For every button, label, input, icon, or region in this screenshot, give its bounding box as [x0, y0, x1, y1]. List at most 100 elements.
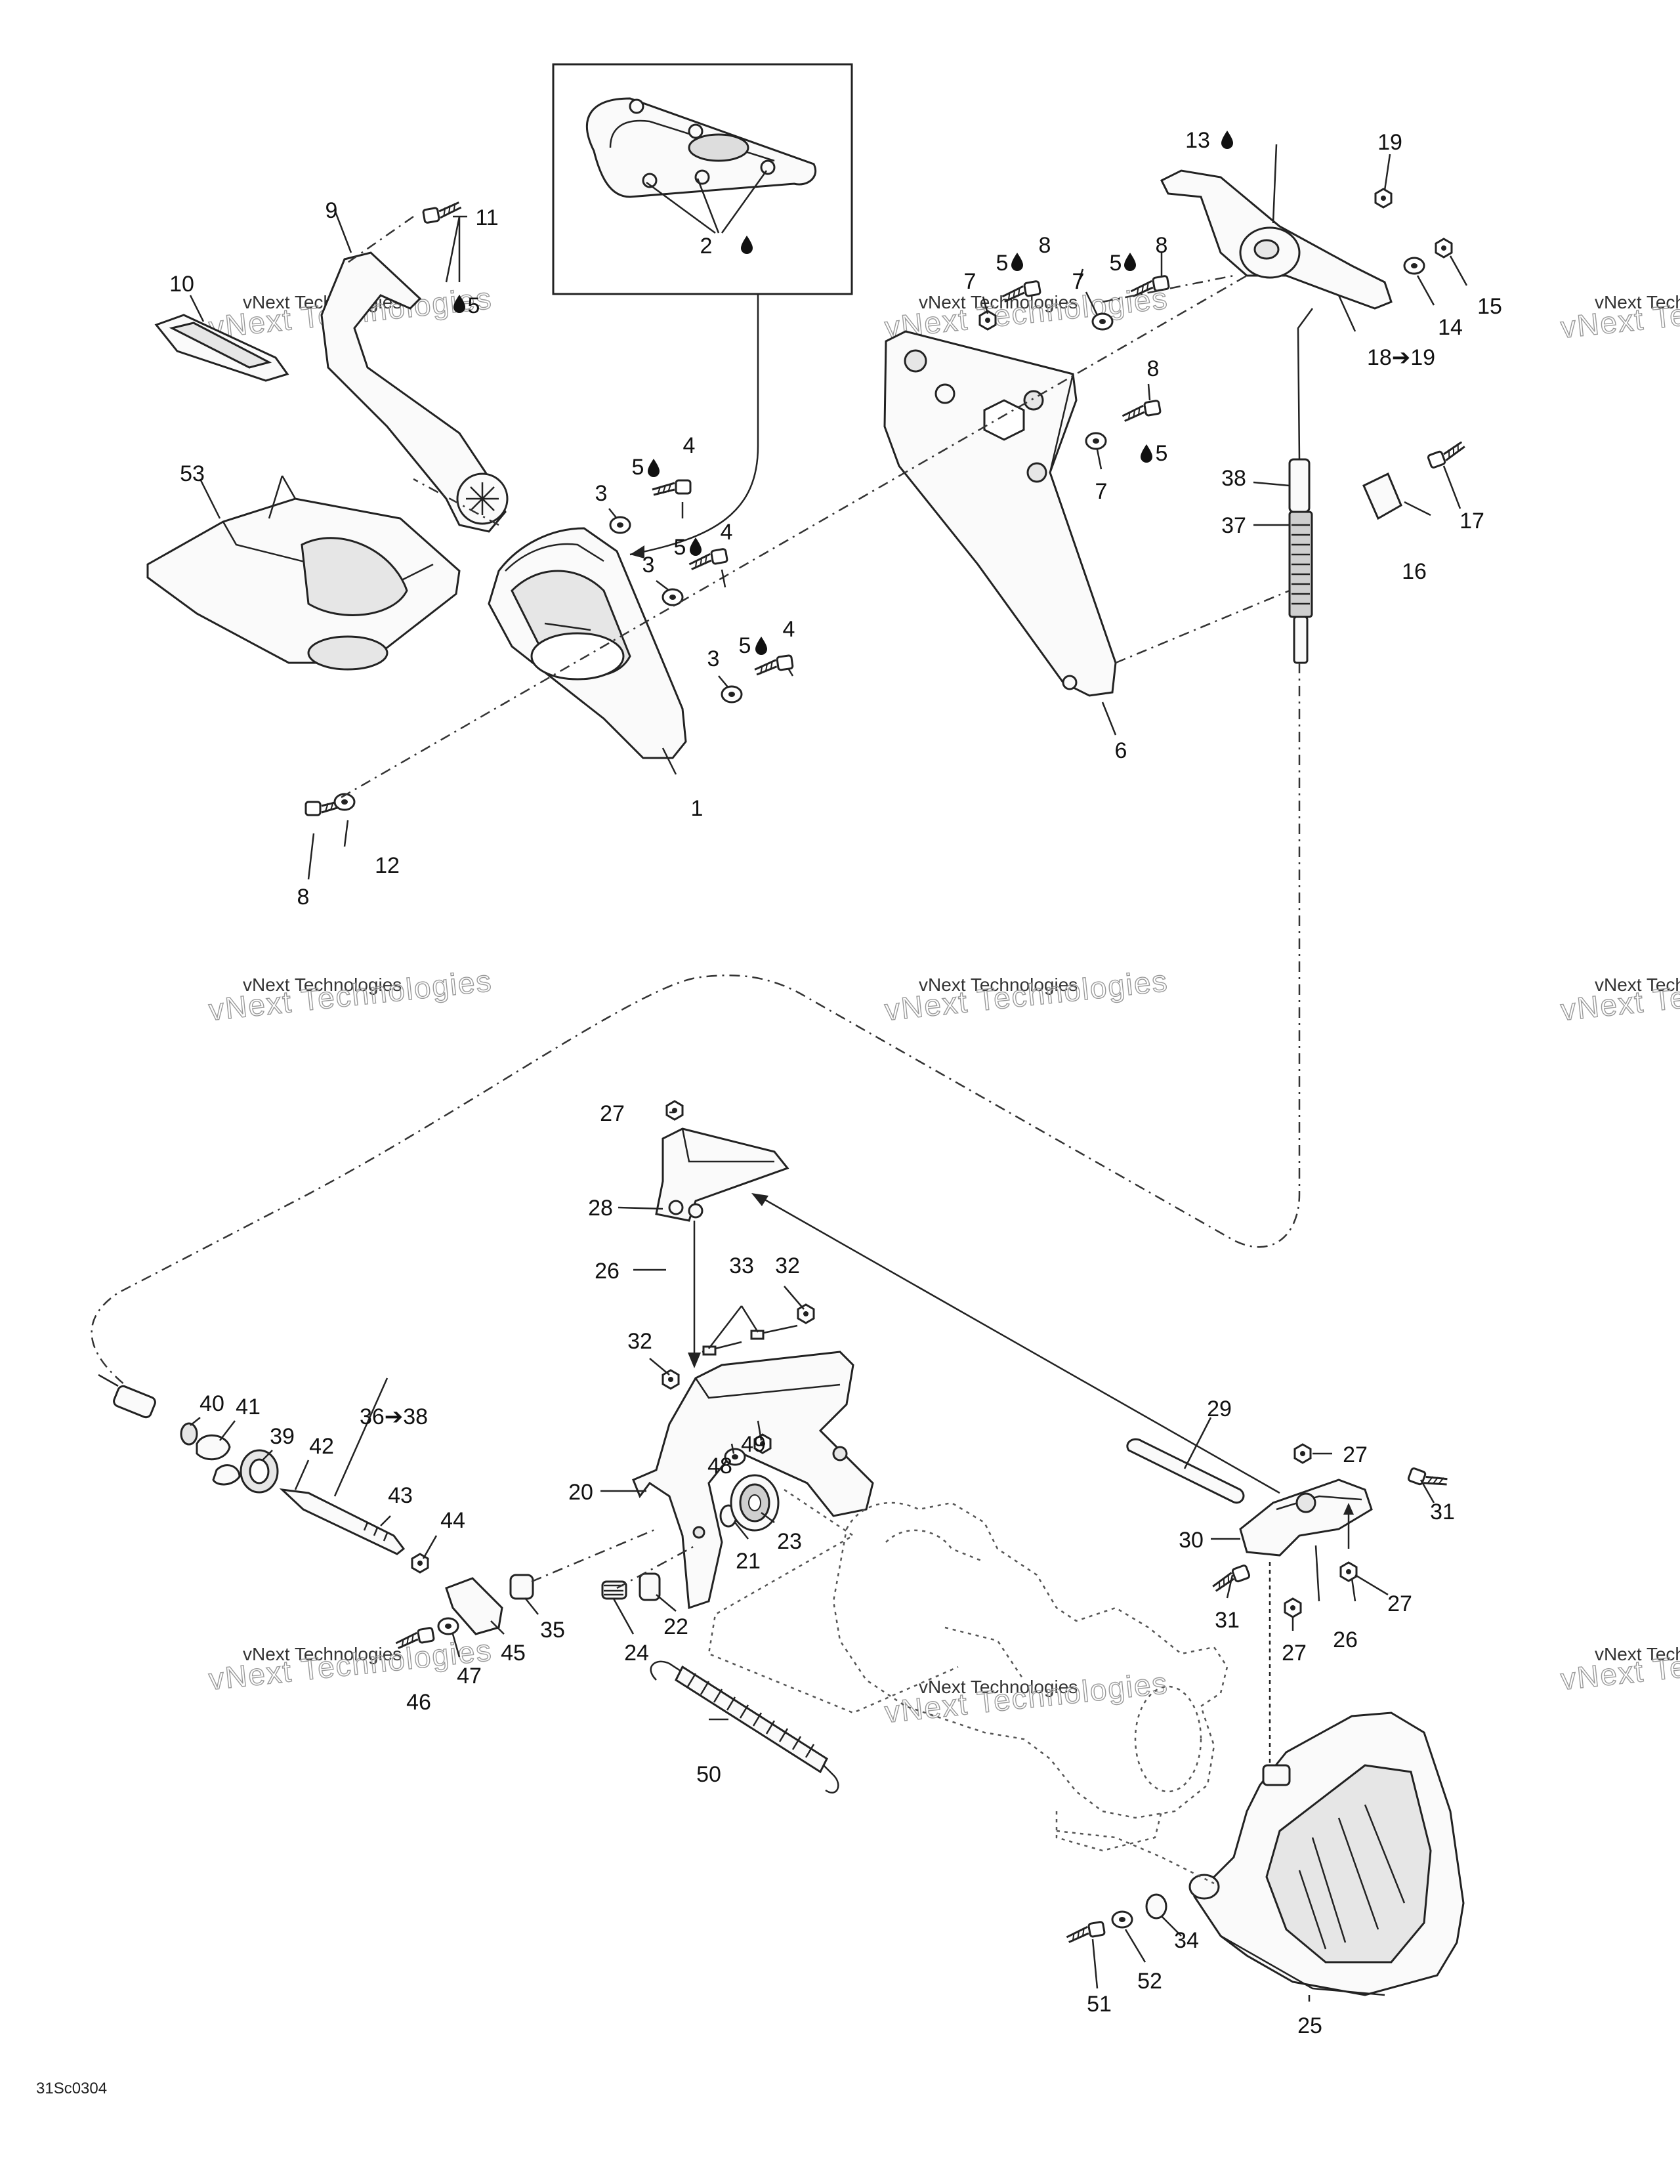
part-50	[650, 1660, 839, 1794]
part-29	[1126, 1438, 1245, 1504]
part-23	[730, 1474, 780, 1532]
label-5: 5	[1156, 441, 1168, 466]
part-16	[1362, 472, 1402, 520]
label-47: 47	[457, 1664, 482, 1689]
part-6	[883, 330, 1117, 697]
dash-35-20	[531, 1528, 657, 1583]
watermark: vNext Technologies vNext Technologies	[1559, 1632, 1680, 1696]
label-26: 26	[1333, 1628, 1358, 1652]
watermark-line2: vNext Technologies	[883, 963, 1170, 1027]
part-28	[655, 1100, 789, 1222]
label-13: 13	[1185, 128, 1210, 153]
callout-labels: 1 2 3 3 3 4 4 4 5 5 5 5 5 5 5 6 7 7 7 8 …	[169, 128, 1502, 2038]
watermark-line1: vNext Technologies	[919, 975, 1078, 995]
watermark: vNext Technologies vNext Technologies	[1559, 963, 1680, 1027]
label-28: 28	[588, 1196, 613, 1221]
label-38: 38	[1221, 466, 1246, 491]
watermark-line1: vNext Technologies	[919, 1677, 1078, 1697]
label-4: 4	[721, 520, 733, 545]
part-45	[445, 1577, 503, 1635]
label-6: 6	[1115, 738, 1127, 763]
label-46: 46	[406, 1690, 431, 1715]
watermark-line1: vNext Technologies	[919, 292, 1078, 312]
label-31: 31	[1215, 1608, 1240, 1633]
label-4: 4	[683, 433, 696, 458]
label-48: 48	[707, 1454, 732, 1479]
part-24	[601, 1580, 627, 1600]
label-3: 3	[595, 481, 608, 506]
watermark-line1: vNext Technologies	[243, 975, 402, 995]
label-8: 8	[1147, 356, 1160, 381]
part-25	[1188, 1712, 1465, 1996]
label-8: 8	[1039, 233, 1051, 258]
part-30	[1239, 1443, 1373, 1618]
label-5: 5	[632, 455, 644, 480]
label-9: 9	[326, 198, 338, 223]
part-1	[488, 527, 687, 759]
cable-36-38	[1288, 308, 1314, 664]
watermark-line1: vNext Technologies	[1595, 292, 1680, 312]
watermark-line1: vNext Technologies	[1595, 1644, 1680, 1664]
label-27: 27	[1387, 1591, 1412, 1616]
dash-24-20	[616, 1544, 696, 1589]
label-50: 50	[696, 1762, 721, 1787]
watermark: vNext Technologies vNext Technologies	[207, 963, 495, 1027]
watermark-line2: vNext Technologies	[1559, 963, 1680, 1027]
part-22	[639, 1572, 661, 1601]
leader-lines	[189, 144, 1468, 2002]
watermark-line1: vNext Technologies	[243, 1644, 402, 1664]
part-35	[509, 1574, 534, 1600]
label-25: 25	[1297, 2013, 1322, 2038]
part-13	[1160, 169, 1393, 310]
label-8: 8	[297, 885, 310, 910]
part-41	[196, 1434, 241, 1486]
label-24: 24	[624, 1641, 649, 1666]
label-32: 32	[627, 1329, 652, 1354]
label-26: 26	[595, 1259, 620, 1284]
label-2: 2	[700, 234, 713, 259]
label-7: 7	[1072, 269, 1085, 294]
cable-routing-line	[91, 663, 1301, 1385]
label-53: 53	[180, 461, 205, 486]
label-21: 21	[736, 1549, 761, 1574]
label-5: 5	[739, 633, 751, 658]
label-51: 51	[1087, 1992, 1112, 2017]
label-14: 14	[1438, 315, 1463, 340]
part-10	[154, 314, 289, 382]
label-11: 11	[475, 205, 498, 230]
label-39: 39	[270, 1424, 295, 1449]
part-42-43	[279, 1488, 406, 1555]
label-30: 30	[1179, 1528, 1204, 1553]
watermark-line2: vNext Technologies	[1559, 281, 1680, 345]
label-4: 4	[783, 617, 795, 642]
label-5: 5	[996, 251, 1009, 276]
part-53	[146, 475, 461, 671]
label-10: 10	[169, 272, 194, 297]
label-29: 29	[1207, 1396, 1232, 1421]
label-8: 8	[1156, 233, 1168, 258]
label-44: 44	[440, 1508, 465, 1533]
watermark: vNext Technologies vNext Technologies	[883, 963, 1171, 1027]
label-1: 1	[691, 796, 704, 821]
label-5: 5	[674, 535, 686, 560]
watermark: vNext Technologies vNext Technologies	[883, 1665, 1171, 1729]
label-27: 27	[600, 1101, 625, 1126]
inset-detail-box	[552, 63, 853, 295]
watermark-line2: vNext Technologies	[883, 1666, 1170, 1729]
label-40: 40	[200, 1391, 224, 1416]
label-52: 52	[1137, 1969, 1162, 1994]
label-16: 16	[1402, 559, 1427, 584]
part-40	[180, 1422, 198, 1446]
cable-end	[98, 1374, 156, 1419]
watermark-line2: vNext Technologies	[1559, 1633, 1680, 1696]
assembly-lines-top	[341, 215, 1290, 799]
label-17: 17	[1460, 509, 1484, 534]
label-31: 31	[1430, 1500, 1455, 1524]
watermark: vNext Technologies vNext Technologies	[207, 1632, 495, 1696]
label-18: 18➔19	[1367, 345, 1435, 370]
label-45: 45	[501, 1641, 526, 1666]
label-33: 33	[729, 1253, 754, 1278]
watermark-line2: vNext Technologies	[207, 1633, 494, 1696]
label-23: 23	[777, 1529, 802, 1554]
